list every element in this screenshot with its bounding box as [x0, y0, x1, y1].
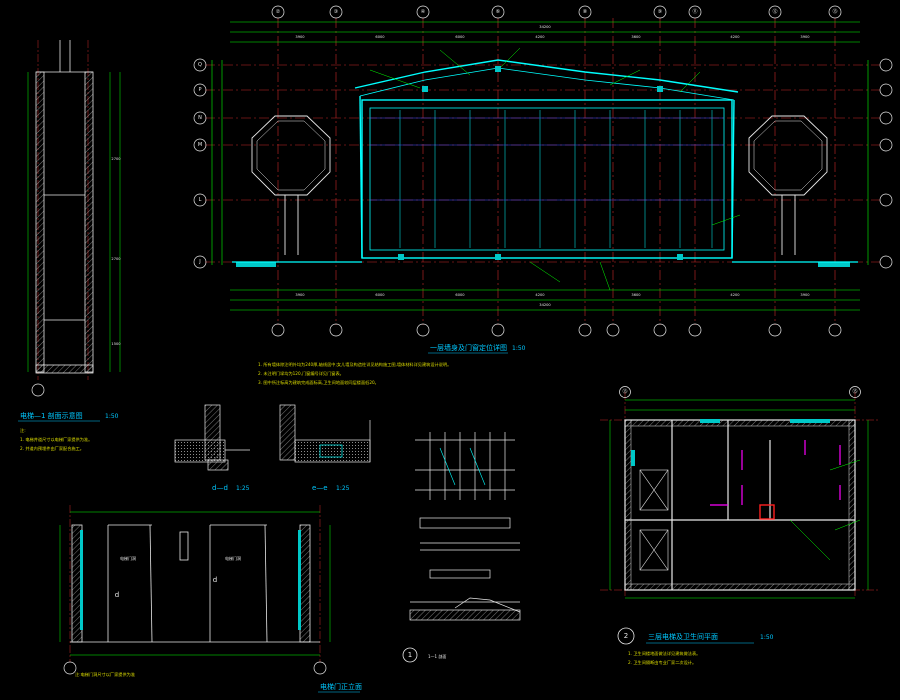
main-plan-notes: 1. 所有墙体除注明外均为240厚,轴线居中;女儿墙及构造柱详见结构施工图,墙体…	[258, 361, 451, 386]
plan2-title: 三层电梯及卫生间平面	[648, 632, 718, 641]
main-note: 2. 未注明门垛均为120,门窗编号详见门窗表。	[258, 370, 344, 377]
detail-d-d: d—d 1:25	[174, 404, 250, 492]
svg-text:3900: 3900	[800, 35, 810, 39]
detail-1-title: 1—1 剖面	[428, 653, 446, 659]
right-octagon-tower	[732, 115, 858, 263]
plan-2-elevator-toilet: ⑬ ⑮	[600, 386, 880, 666]
main-floor-plan: 3900 6000 6000 4200 3600 4200 3900 34200…	[193, 5, 893, 386]
plan-dimension-text: 3900 6000 6000 4200 3600 4200 3900 34200…	[295, 25, 810, 307]
elevator-shaft-section: 2700 2700 1500 电梯—1 剖面示意图 1:50 注: 1. 电梯井…	[18, 40, 121, 452]
plan2-note: 1. 卫生间楼地面做法详见建筑做法表。	[628, 650, 700, 657]
svg-text:4200: 4200	[535, 35, 545, 39]
row-label: J	[198, 259, 200, 265]
elevation-caption: 注:电梯门洞尺寸以厂家提供为准	[75, 671, 135, 678]
svg-text:3600: 3600	[631, 293, 641, 297]
row-bubbles	[193, 58, 893, 269]
center-details: 1 1—1 剖面	[402, 432, 521, 663]
svg-text:1500: 1500	[111, 342, 121, 346]
column-label: ⑨	[658, 9, 662, 15]
detail-e-e: e—e 1:25	[279, 404, 371, 492]
detail-d-title: d—d	[212, 484, 228, 492]
hall-blue-guides	[370, 117, 724, 201]
shaft-section-title: 电梯—1 剖面示意图	[20, 411, 83, 420]
shaft-note: 1. 电梯井道尺寸以电梯厂家提供为准。	[20, 436, 92, 443]
svg-text:6000: 6000	[455, 293, 465, 297]
top-column-bubble-labels: ② ③ ④ ⑥ ⑧ ⑨ ⑪ ⑫ ⑬	[276, 8, 838, 15]
column-label: ④	[421, 9, 426, 15]
plan2-notes: 1. 卫生间楼地面做法详见建筑做法表。 2. 卫生间隔断由专业厂家二次设计。	[628, 650, 700, 666]
detail-e-scale: 1:25	[336, 485, 350, 492]
shaft-section-scale: 1:50	[105, 413, 119, 420]
column-label: ⑫	[772, 8, 777, 15]
shaft-note: 注:	[20, 427, 26, 434]
row-bubble-labels: Q P N M L J	[198, 62, 202, 265]
main-plan-scale: 1:50	[512, 345, 526, 352]
door-left-label: 电梯门洞	[120, 555, 136, 561]
detail-e-title: e—e	[312, 484, 328, 492]
row-label: N	[198, 115, 202, 121]
svg-text:4200: 4200	[535, 293, 545, 297]
detail-1-number: 1	[408, 651, 412, 659]
column-label: ②	[276, 9, 281, 15]
row-label: P	[198, 87, 201, 93]
column-label: ⑥	[496, 9, 501, 15]
svg-text:d: d	[115, 591, 119, 599]
leader-lines	[369, 47, 741, 291]
elevator-door-elevation: 电梯门洞 电梯门洞 d d 注:电梯门洞尺寸以厂家提供为准 电梯门正立面	[59, 505, 362, 693]
svg-text:6000: 6000	[375, 293, 385, 297]
plan2-column-label: ⑬	[622, 388, 627, 395]
row-label: L	[199, 197, 202, 203]
column-label: ⑪	[692, 8, 697, 15]
svg-text:6000: 6000	[375, 35, 385, 39]
door-right-label: 电梯门洞	[225, 555, 241, 561]
plan2-note: 2. 卫生间隔断由专业厂家二次设计。	[628, 659, 696, 666]
column-label: ⑬	[832, 8, 837, 15]
plan-dimension-lines	[211, 21, 869, 311]
svg-text:34200: 34200	[539, 303, 551, 307]
column-label: ③	[334, 9, 338, 15]
svg-text:2700: 2700	[111, 157, 121, 161]
shaft-notes: 注: 1. 电梯井道尺寸以电梯厂家提供为准。 2. 井道内预埋件由厂家配合施工。	[20, 427, 92, 452]
svg-text:6000: 6000	[455, 35, 465, 39]
row-label: M	[198, 142, 202, 148]
column-label: ⑧	[583, 9, 588, 15]
row-label: Q	[198, 62, 202, 68]
detail-d-scale: 1:25	[236, 485, 250, 492]
main-note: 1. 所有墙体除注明外均为240厚,轴线居中;女儿墙及构造柱详见结构施工图,墙体…	[258, 361, 451, 368]
top-column-bubbles	[271, 5, 842, 337]
svg-text:d: d	[213, 576, 217, 584]
main-note: 3. 图中所注标高为建筑完成面标高,卫生间地面较同层楼面低20。	[258, 379, 379, 386]
main-hall-walls	[354, 59, 739, 259]
ridge-accents	[236, 66, 850, 267]
svg-text:4200: 4200	[730, 293, 740, 297]
svg-text:3900: 3900	[295, 35, 305, 39]
svg-text:2700: 2700	[111, 257, 121, 261]
elevation-title: 电梯门正立面	[320, 682, 362, 691]
left-octagon-tower	[232, 115, 362, 263]
svg-text:3900: 3900	[800, 293, 810, 297]
plan2-scale: 1:50	[760, 634, 774, 641]
plan2-number: 2	[624, 632, 628, 640]
plan-axis-grid	[205, 18, 880, 325]
svg-text:3900: 3900	[295, 293, 305, 297]
svg-text:4200: 4200	[730, 35, 740, 39]
svg-text:3600: 3600	[631, 35, 641, 39]
hall-interior-lines	[399, 110, 713, 248]
plan2-column-label: ⑮	[852, 388, 857, 395]
shaft-note: 2. 井道内预埋件由厂家配合施工。	[20, 445, 84, 452]
main-plan-title: 一层墙身及门窗定位详图	[430, 343, 507, 352]
svg-text:34200: 34200	[539, 25, 551, 29]
